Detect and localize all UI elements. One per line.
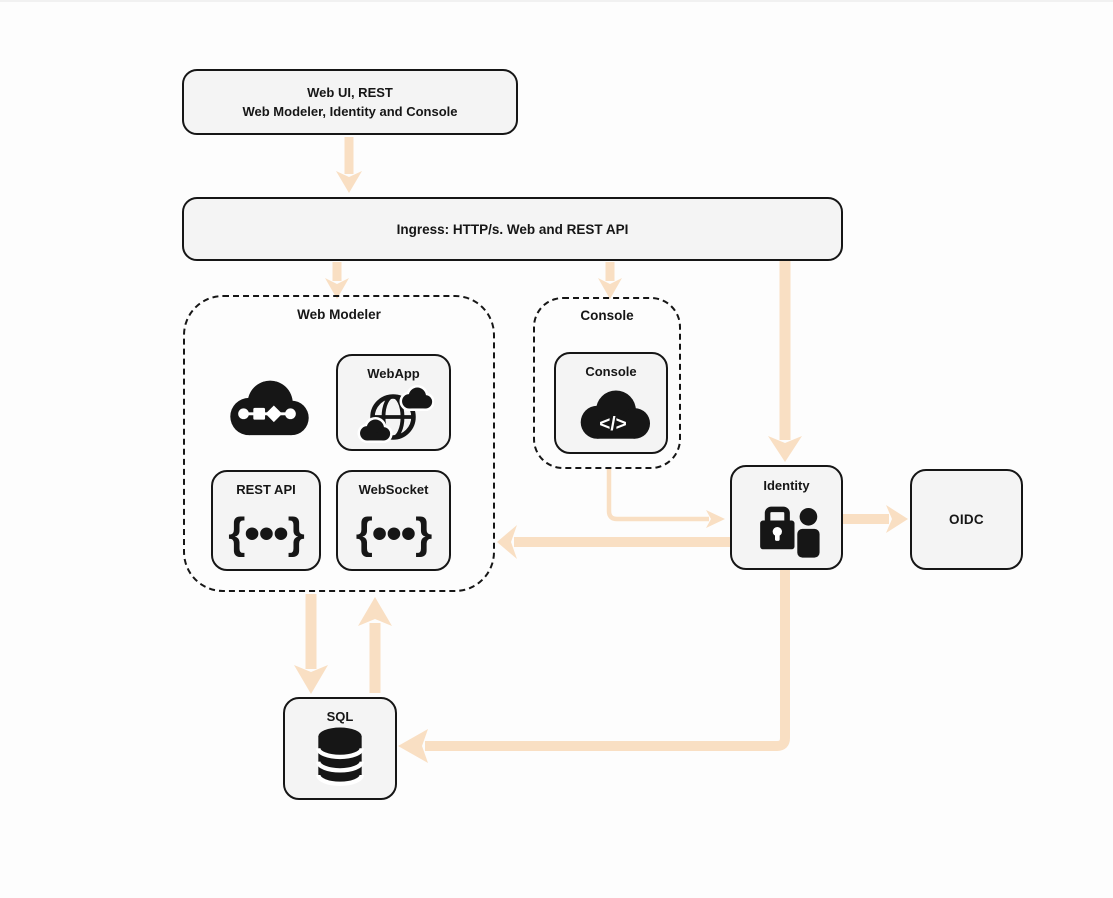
console-group-title: Console (580, 308, 634, 323)
rest-api-braces-icon: {•••} (228, 508, 304, 558)
arrow-console-to-identity (606, 468, 725, 528)
node-ingress: Ingress: HTTP/s. Web and REST API (182, 197, 843, 261)
arrow-ingress-to-web-modeler (325, 262, 349, 299)
arrow-ingress-to-console (598, 262, 622, 299)
arrow-sql-to-web-modeler (358, 597, 392, 693)
web-ui-line2: Web Modeler, Identity and Console (242, 104, 458, 119)
identity-label: Identity (763, 478, 810, 493)
node-oidc: OIDC (910, 469, 1023, 570)
arrow-identity-to-sql (398, 570, 790, 763)
console-code-glyph: </> (599, 414, 626, 435)
node-websocket: WebSocket {•••} (336, 470, 451, 571)
node-rest-api: REST API {•••} (211, 470, 321, 571)
group-console: Console Console </> (533, 297, 681, 469)
node-console: Console </> (554, 352, 668, 454)
console-cloud-code-icon: </> (575, 386, 651, 444)
websocket-label: WebSocket (358, 482, 429, 497)
identity-lock-user-icon (749, 493, 827, 561)
web-ui-line1: Web UI, REST (307, 85, 393, 100)
modeler-cloud-icon (224, 374, 310, 436)
arrow-ingress-to-identity (768, 261, 802, 462)
rest-api-label: REST API (236, 482, 296, 497)
node-webapp: WebApp (336, 354, 451, 451)
web-modeler-group-title: Web Modeler (297, 307, 381, 322)
arrow-identity-to-oidc (843, 505, 908, 533)
node-identity: Identity (730, 465, 843, 570)
console-label: Console (585, 364, 637, 379)
ingress-label: Ingress: HTTP/s. Web and REST API (396, 221, 629, 237)
oidc-label: OIDC (949, 512, 984, 527)
sql-database-icon (313, 726, 367, 790)
sql-label: SQL (326, 709, 354, 724)
arrow-web-modeler-to-sql (294, 594, 328, 694)
webapp-globe-icon (356, 382, 434, 448)
node-web-ui: Web UI, REST Web Modeler, Identity and C… (182, 69, 518, 135)
node-sql: SQL (283, 697, 397, 800)
webapp-label: WebApp (367, 366, 420, 381)
group-web-modeler: Web Modeler WebApp (183, 295, 495, 592)
websocket-braces-icon: {•••} (355, 508, 432, 558)
arrow-webui-to-ingress (336, 137, 362, 193)
arrow-identity-to-web-modeler (497, 525, 730, 559)
